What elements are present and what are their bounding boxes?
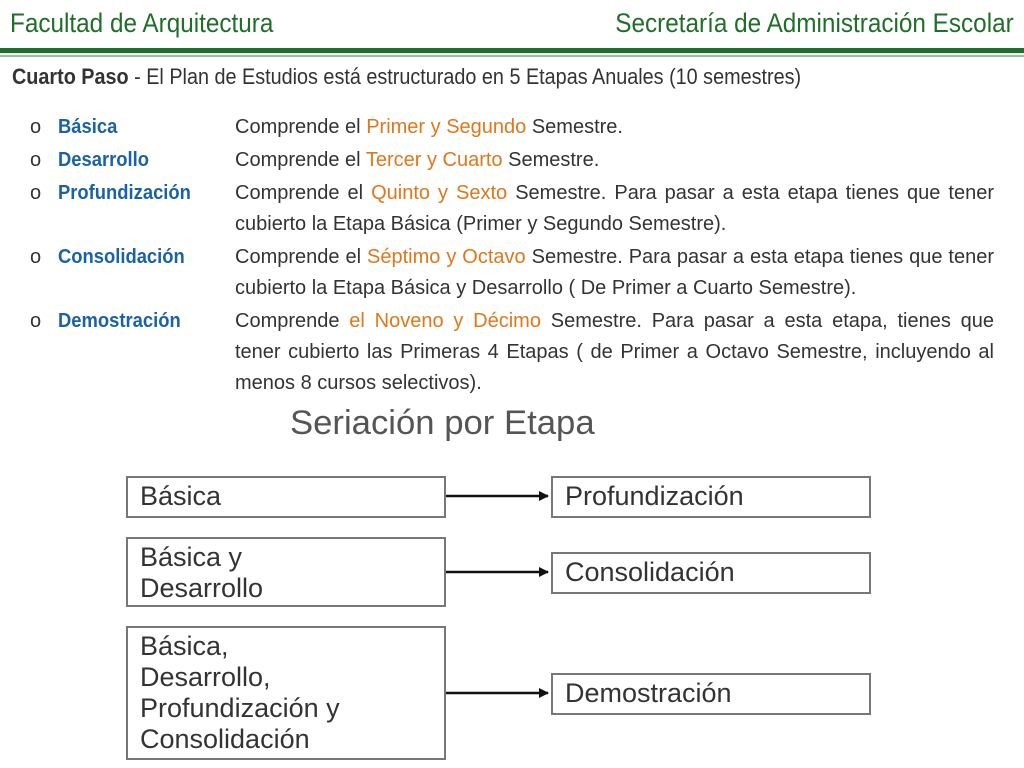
bullet-icon: o bbox=[30, 116, 42, 138]
list-item: o Básica Comprende el Primer y Segundo S… bbox=[30, 112, 994, 143]
desc-text: Comprende el bbox=[235, 182, 372, 204]
box-label: Profundización bbox=[565, 481, 744, 511]
list-item: o Consolidación Comprende el Séptimo y O… bbox=[30, 242, 994, 304]
stage-name: Demostración bbox=[58, 310, 181, 332]
step-text: - El Plan de Estudios está estructurado … bbox=[128, 64, 802, 89]
step-heading: Cuarto Paso - El Plan de Estudios está e… bbox=[12, 64, 801, 90]
stage-name: Profundización bbox=[58, 182, 191, 204]
prerequisite-box-basica: Básica bbox=[126, 476, 446, 518]
bullet-icon: o bbox=[30, 246, 42, 268]
desc-highlight: Primer y Segundo bbox=[366, 116, 527, 138]
prerequisite-box-four-stages: Básica, Desarrollo, Profundización y Con… bbox=[126, 626, 446, 760]
desc-text: Semestre. bbox=[526, 116, 623, 138]
diagram-title: Seriación por Etapa bbox=[290, 404, 595, 442]
desc-highlight: Tercer y Cuarto bbox=[365, 149, 503, 171]
bullet-icon: o bbox=[30, 182, 42, 204]
stage-name: Consolidación bbox=[58, 246, 185, 268]
box-label: Desarrollo bbox=[140, 573, 264, 603]
box-label: Básica y bbox=[140, 542, 243, 572]
stage-description: Comprende el Quinto y Sexto Semestre. Pa… bbox=[235, 178, 994, 240]
desc-text: Comprende bbox=[235, 310, 350, 332]
box-label: Consolidación bbox=[140, 724, 310, 754]
desc-highlight: Quinto y Sexto bbox=[371, 182, 508, 204]
stage-name: Básica bbox=[58, 116, 118, 138]
faculty-title: Facultad de Arquitectura bbox=[10, 8, 274, 38]
desc-highlight: el Noveno y Décimo bbox=[349, 310, 541, 332]
bullet-icon: o bbox=[30, 149, 42, 171]
box-label: Consolidación bbox=[565, 557, 735, 587]
desc-text: Semestre. bbox=[502, 149, 600, 171]
desc-text: Semestre. Para pasar a esta etapa, tiene… bbox=[235, 310, 994, 394]
step-label: Cuarto Paso bbox=[12, 64, 129, 89]
desc-highlight: Séptimo y Octavo bbox=[367, 246, 526, 268]
target-box-profundizacion: Profundización bbox=[551, 476, 871, 518]
prerequisite-box-basica-desarrollo: Básica y Desarrollo bbox=[126, 537, 446, 607]
desc-text: Comprende el bbox=[235, 246, 367, 268]
box-label: Básica, bbox=[140, 631, 229, 661]
header-rule-dark bbox=[0, 48, 1024, 53]
stage-description: Comprende el Primer y Segundo Semestre. bbox=[235, 112, 994, 143]
desc-text: Semestre. Para pasar a esta etapa tienes… bbox=[235, 182, 994, 235]
stage-description: Comprende el Noveno y Décimo Semestre. P… bbox=[235, 306, 994, 399]
box-label: Profundización y bbox=[140, 693, 340, 723]
desc-text: Comprende el bbox=[235, 116, 367, 138]
stage-description: Comprende el Séptimo y Octavo Semestre. … bbox=[235, 242, 994, 304]
desc-text: Semestre. Para pasar a esta etapa tienes… bbox=[235, 246, 995, 299]
office-title: Secretaría de Administración Escolar bbox=[615, 8, 1014, 38]
box-label: Básica bbox=[140, 481, 222, 511]
list-item: o Demostración Comprende el Noveno y Déc… bbox=[30, 306, 994, 399]
header: Facultad de Arquitectura Secretaría de A… bbox=[0, 0, 1024, 52]
list-item: o Desarrollo Comprende el Tercer y Cuart… bbox=[30, 145, 994, 176]
stage-description: Comprende el Tercer y Cuarto Semestre. bbox=[235, 145, 994, 176]
list-item: o Profundización Comprende el Quinto y S… bbox=[30, 178, 994, 240]
desc-text: Comprende el bbox=[235, 149, 366, 171]
target-box-consolidacion: Consolidación bbox=[551, 552, 871, 594]
stage-name: Desarrollo bbox=[58, 149, 150, 171]
box-label: Demostración bbox=[565, 678, 732, 708]
header-rule-light bbox=[0, 55, 1024, 57]
target-box-demostracion: Demostración bbox=[551, 673, 871, 715]
box-label: Desarrollo, bbox=[140, 662, 271, 692]
bullet-icon: o bbox=[30, 310, 42, 332]
stage-list: o Básica Comprende el Primer y Segundo S… bbox=[30, 112, 994, 401]
